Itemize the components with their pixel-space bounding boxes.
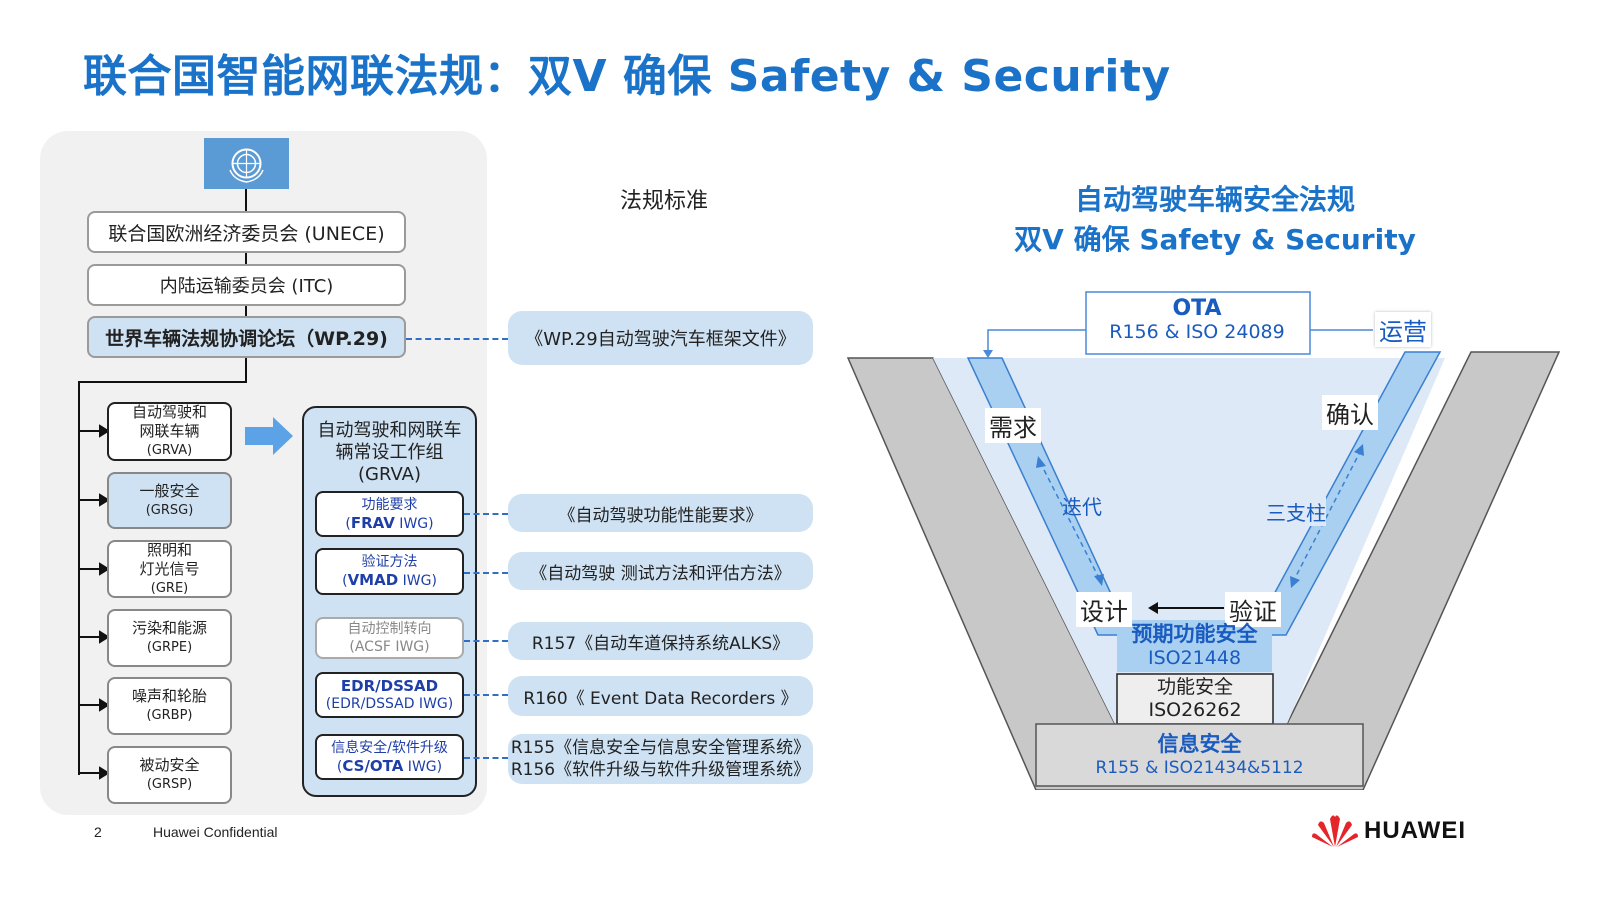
wg-grva: 自动驾驶和 网联车辆 (GRVA): [107, 402, 232, 461]
doc-r155-r156: R155《信息安全与信息安全管理系统》 R156《软件升级与软件升级管理系统》: [508, 734, 813, 784]
iwg-csota: 信息安全/软件升级 (CS/OTA IWG): [315, 734, 464, 780]
connector-dashed: [406, 338, 508, 340]
doc-framework: 《WP.29自动驾驶汽车框架文件》: [508, 311, 813, 365]
cyber-box: 信息安全 R155 & ISO21434&5112: [1095, 732, 1304, 778]
itc-box: 内陆运输委员会 (ITC): [87, 264, 406, 306]
doc-frav: 《自动驾驶功能性能要求》: [508, 494, 813, 532]
design-label: 设计: [1076, 592, 1132, 627]
vmodel-title: 自动驾驶车辆安全法规 双V 确保 Safety & Security: [1014, 183, 1416, 256]
expand-arrow-icon: [245, 417, 293, 455]
connector-dashed: [464, 640, 508, 642]
confirm-label: 确认: [1322, 395, 1378, 430]
operation-label: 运营: [1375, 312, 1431, 347]
unece-box: 联合国欧洲经济委员会 (UNECE): [87, 211, 406, 253]
three-pillars-label: 三支柱: [1266, 497, 1326, 526]
un-emblem-icon: [204, 138, 289, 189]
doc-r160: R160《 Event Data Recorders 》: [508, 676, 813, 716]
brand-name: HUAWEI: [1364, 817, 1466, 844]
connector-dashed: [464, 513, 508, 515]
confidential-label: Huawei Confidential: [153, 824, 278, 840]
verify-label: 验证: [1225, 592, 1281, 627]
branch-arrows: [78, 424, 110, 780]
wg-grsp: 被动安全 (GRSP): [107, 746, 232, 804]
grva-group: [302, 406, 477, 797]
wg-grbp: 噪声和轮胎 (GRBP): [107, 677, 232, 735]
doc-r157: R157《自动车道保持系统ALKS》: [508, 622, 813, 660]
tree-trunk: [78, 381, 80, 775]
connector-dashed: [464, 757, 508, 759]
connector: [245, 306, 247, 316]
fusa-box: 功能安全 ISO26262: [1148, 676, 1242, 721]
sotif-box: 预期功能安全 ISO21448: [1131, 622, 1258, 669]
page-title: 联合国智能网联法规：双V 确保 Safety & Security: [83, 51, 1171, 102]
wg-grpe: 污染和能源 (GRPE): [107, 609, 232, 667]
wg-grsg: 一般安全 (GRSG): [107, 472, 232, 529]
connector-dashed: [464, 572, 508, 574]
connector-dashed: [464, 694, 508, 696]
doc-vmad: 《自动驾驶 测试方法和评估方法》: [508, 552, 813, 590]
grva-group-header: 自动驾驶和网联车 辆常设工作组 (GRVA): [317, 420, 462, 485]
iwg-acsf: 自动控制转向 (ACSF IWG): [315, 617, 464, 659]
connector: [78, 381, 247, 383]
connector: [245, 189, 247, 211]
requirement-label: 需求: [985, 408, 1041, 443]
regulations-label: 法规标准: [620, 189, 709, 214]
page-number: 2: [94, 824, 102, 840]
connector: [245, 253, 247, 264]
iterate-label: 迭代: [1062, 495, 1102, 519]
huawei-brand: HUAWEI: [1310, 813, 1466, 849]
iwg-vmad: 验证方法 (VMAD IWG): [315, 548, 464, 595]
ota-box: OTA R156 & ISO 24089: [1109, 296, 1285, 343]
huawei-logo-icon: [1312, 815, 1358, 847]
iwg-edr: EDR/DSSAD (EDR/DSSAD IWG): [315, 672, 464, 718]
wp29-box: 世界车辆法规协调论坛（WP.29): [87, 316, 406, 358]
iwg-frav: 功能要求 (FRAV IWG): [315, 491, 464, 537]
connector: [245, 358, 247, 382]
wg-gre: 照明和 灯光信号 (GRE): [107, 540, 232, 598]
